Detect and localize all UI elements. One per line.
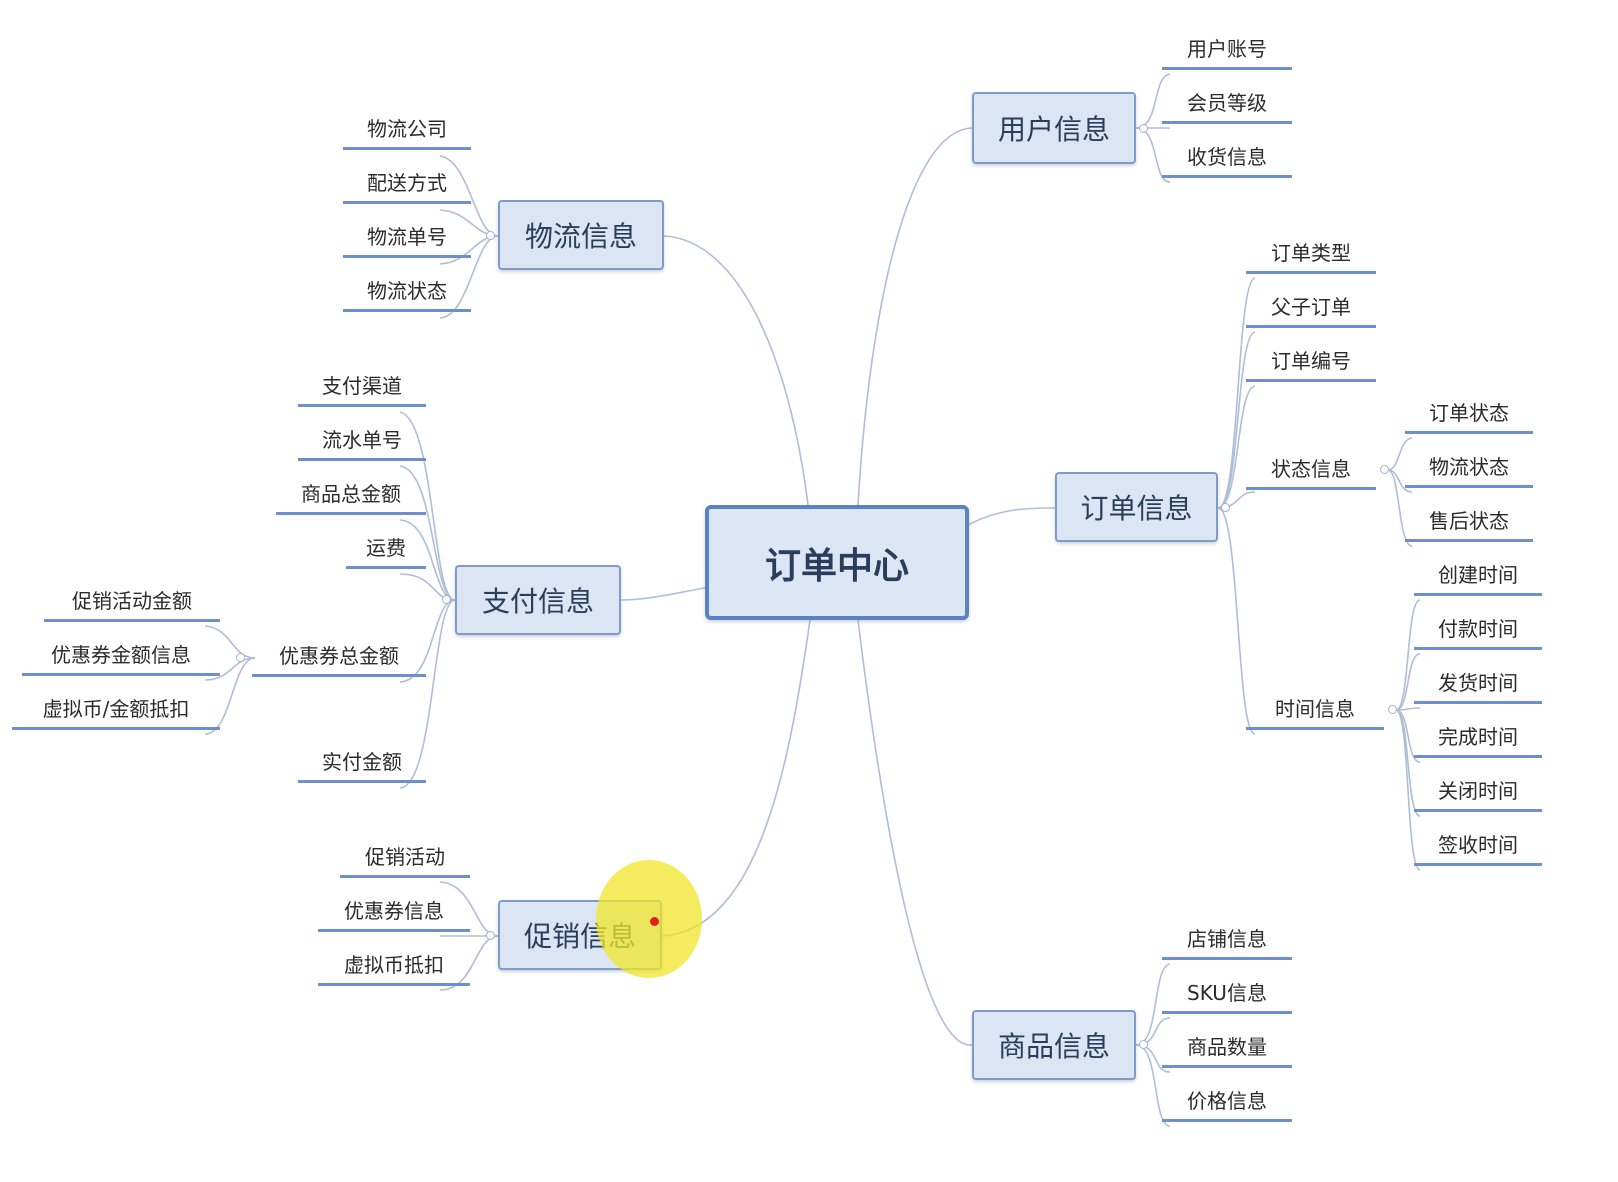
- leaf-pay-time[interactable]: 付款时间: [1414, 615, 1542, 650]
- leaf-order-status[interactable]: 订单状态: [1405, 399, 1533, 434]
- leaf-store-info[interactable]: 店铺信息: [1162, 925, 1292, 960]
- leaf-ship-time[interactable]: 发货时间: [1414, 669, 1542, 704]
- leaf-logistics-status[interactable]: 物流状态: [343, 277, 471, 312]
- leaf-promo-amount[interactable]: 促销活动金额: [44, 587, 220, 622]
- pointer-dot: [650, 917, 659, 926]
- leaf-create-time[interactable]: 创建时间: [1414, 561, 1542, 596]
- topic-product[interactable]: 商品信息: [972, 1010, 1136, 1080]
- leaf-user-account[interactable]: 用户账号: [1162, 35, 1292, 70]
- collapse-knob[interactable]: [236, 653, 245, 662]
- leaf-sku-info[interactable]: SKU信息: [1162, 979, 1292, 1014]
- leaf-member-level[interactable]: 会员等级: [1162, 89, 1292, 124]
- leaf-virtual-coin-deduct[interactable]: 虚拟币/金额抵扣: [12, 695, 220, 730]
- leaf-complete-time[interactable]: 完成时间: [1414, 723, 1542, 758]
- leaf-freight[interactable]: 运费: [346, 534, 426, 569]
- leaf-coupon-total[interactable]: 优惠券总金额: [252, 642, 426, 677]
- cursor-highlight: [596, 860, 702, 978]
- leaf-logistics-number[interactable]: 物流单号: [343, 223, 471, 258]
- leaf-order-type[interactable]: 订单类型: [1246, 239, 1376, 274]
- collapse-knob[interactable]: [1139, 1040, 1148, 1049]
- topic-payment[interactable]: 支付信息: [455, 565, 621, 635]
- leaf-shipping-info[interactable]: 收货信息: [1162, 143, 1292, 178]
- collapse-knob[interactable]: [486, 231, 495, 240]
- leaf-time-info[interactable]: 时间信息: [1246, 695, 1384, 730]
- leaf-promo-activity[interactable]: 促销活动: [340, 843, 470, 878]
- topic-order[interactable]: 订单信息: [1055, 472, 1218, 542]
- topic-logistics[interactable]: 物流信息: [498, 200, 664, 270]
- collapse-knob[interactable]: [1221, 503, 1230, 512]
- collapse-knob[interactable]: [1388, 705, 1397, 714]
- topic-user[interactable]: 用户信息: [972, 92, 1136, 164]
- leaf-logistics-company[interactable]: 物流公司: [343, 115, 471, 150]
- leaf-logistics-status-2[interactable]: 物流状态: [1405, 453, 1533, 488]
- collapse-knob[interactable]: [1139, 124, 1148, 133]
- leaf-sign-time[interactable]: 签收时间: [1414, 831, 1542, 866]
- leaf-actual-paid[interactable]: 实付金额: [298, 748, 426, 783]
- collapse-knob[interactable]: [486, 931, 495, 940]
- mind-map: 订单中心 物流信息 物流公司 配送方式 物流单号 物流状态 支付信息 支付渠道 …: [12, 35, 1542, 1127]
- leaf-payment-channel[interactable]: 支付渠道: [298, 372, 426, 407]
- leaf-delivery-method[interactable]: 配送方式: [343, 169, 471, 204]
- leaf-goods-quantity[interactable]: 商品数量: [1162, 1033, 1292, 1068]
- leaf-coupon-amount-info[interactable]: 优惠券金额信息: [22, 641, 220, 676]
- leaf-virtual-coin[interactable]: 虚拟币抵扣: [318, 951, 470, 986]
- leaf-serial-number[interactable]: 流水单号: [298, 426, 426, 461]
- leaf-after-sale-status[interactable]: 售后状态: [1405, 507, 1533, 542]
- leaf-price-info[interactable]: 价格信息: [1162, 1087, 1292, 1122]
- root-topic[interactable]: 订单中心: [705, 505, 969, 620]
- leaf-goods-total[interactable]: 商品总金额: [276, 480, 426, 515]
- collapse-knob[interactable]: [1380, 465, 1389, 474]
- leaf-parent-child-order[interactable]: 父子订单: [1246, 293, 1376, 328]
- leaf-close-time[interactable]: 关闭时间: [1414, 777, 1542, 812]
- leaf-status-info[interactable]: 状态信息: [1246, 455, 1376, 490]
- collapse-knob[interactable]: [442, 595, 451, 604]
- leaf-coupon-info[interactable]: 优惠券信息: [318, 897, 470, 932]
- leaf-order-number[interactable]: 订单编号: [1246, 347, 1376, 382]
